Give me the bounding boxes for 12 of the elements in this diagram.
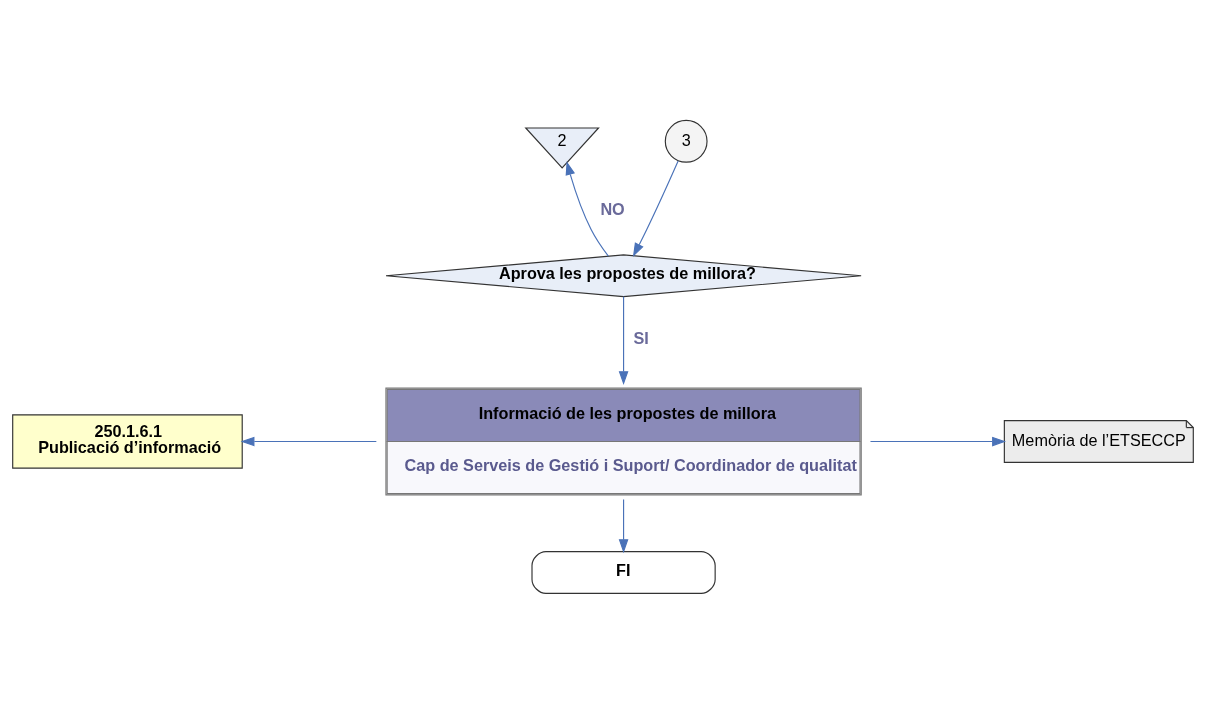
- edge-label: NO: [600, 199, 625, 218]
- arrow: [632, 159, 679, 257]
- node-circle: 3: [664, 119, 708, 163]
- arrow: [869, 436, 1007, 446]
- arrow: [565, 160, 609, 257]
- arrow: [618, 295, 629, 385]
- node-box: 250.1.6.1 Publicació d’informació: [12, 413, 243, 469]
- arrow: [618, 498, 629, 553]
- edge-label: SI: [633, 328, 649, 347]
- arrow: [240, 436, 377, 446]
- node-diamond: Aprova les propostes de millora?: [385, 253, 862, 297]
- node-box: FI: [531, 550, 716, 594]
